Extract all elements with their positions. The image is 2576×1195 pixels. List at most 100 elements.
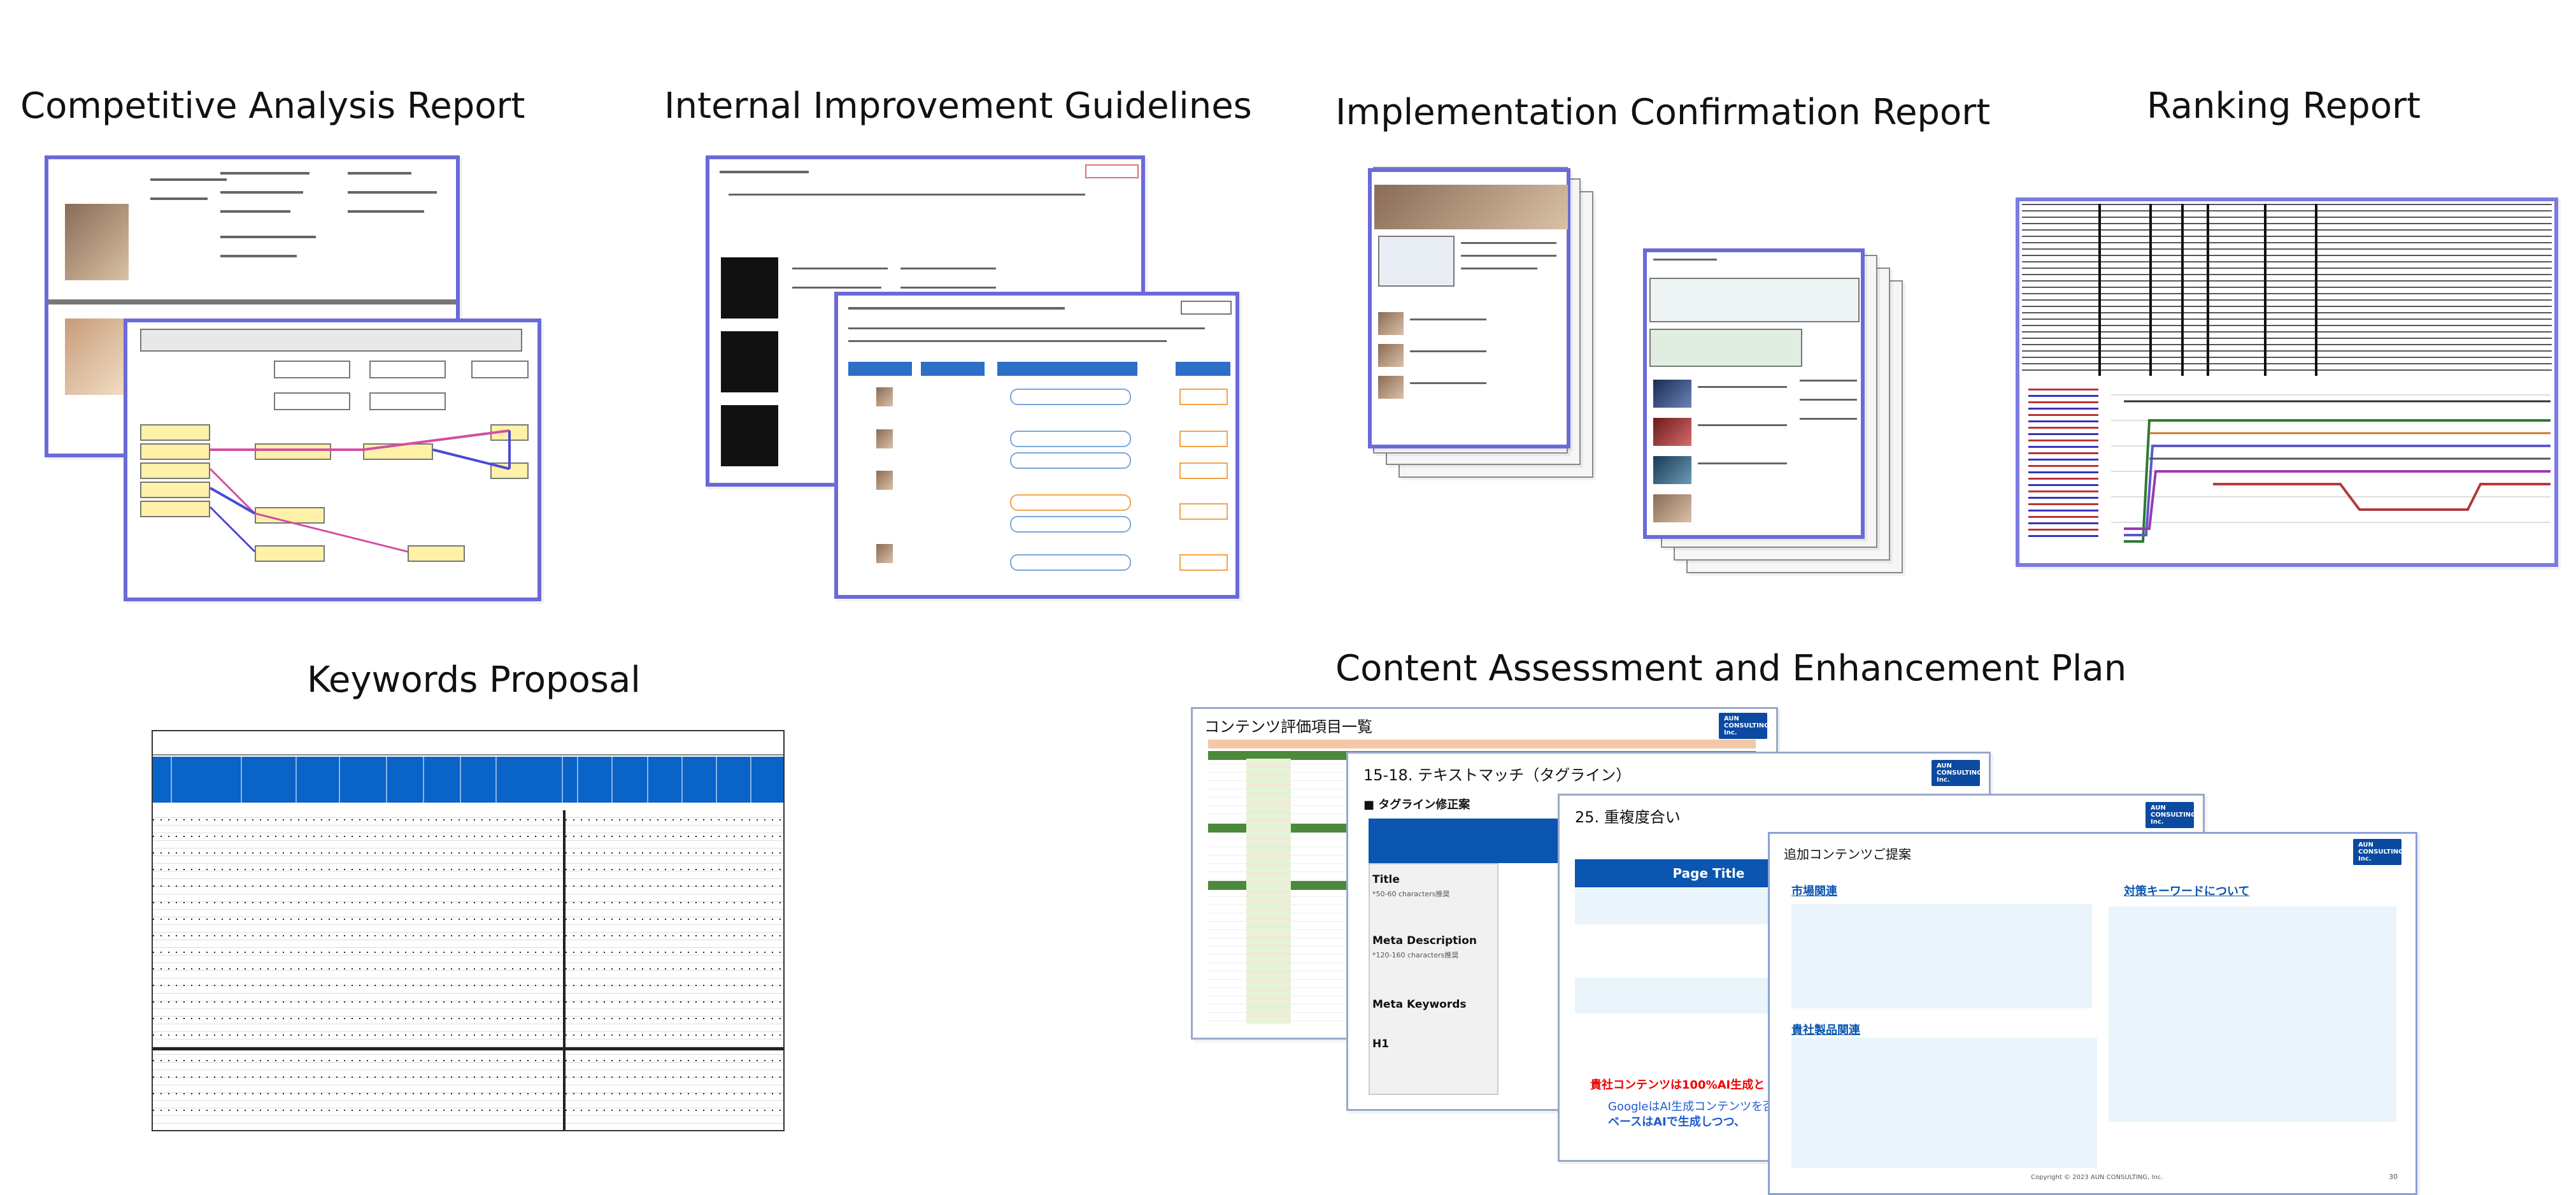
dotted-row xyxy=(153,1001,783,1003)
thumb-image xyxy=(1378,376,1404,399)
table-header xyxy=(1208,740,1756,748)
table-col xyxy=(2315,204,2317,376)
ai-base-note: ベースはAIで生成しつつ、 xyxy=(1608,1115,1746,1129)
header-cell xyxy=(648,757,683,803)
keywords-body xyxy=(153,810,783,1130)
status-column xyxy=(1246,759,1291,1024)
header-cell xyxy=(563,757,578,803)
ranking-legend xyxy=(2028,389,2098,541)
market-label: 市場関連 xyxy=(1791,885,1837,898)
header-block xyxy=(921,362,985,376)
dark-block xyxy=(721,405,778,466)
slide2-label-col: Title *50-60 characters推奨 Meta Descripti… xyxy=(1369,863,1498,1095)
dotted-row xyxy=(153,852,783,854)
content-slide-4: 追加コンテンツご提案 AUN CONSULTING, Inc. 市場関連 対策キ… xyxy=(1768,832,2417,1195)
table-col xyxy=(2207,204,2209,376)
text-line xyxy=(720,171,809,173)
meta-keywords-row-label: Meta Keywords xyxy=(1372,998,1467,1011)
flow-box xyxy=(1010,554,1131,571)
slide1-title: コンテンツ評価項目一覧 xyxy=(1204,718,1372,736)
internal-improvement-doc-front xyxy=(834,292,1239,599)
text-line xyxy=(220,191,303,194)
text-line xyxy=(1461,268,1537,269)
text-line xyxy=(1800,380,1857,382)
flow-box-highlight xyxy=(140,482,210,498)
table-col xyxy=(2098,204,2101,376)
text-line xyxy=(848,340,1167,342)
flow-box-highlight xyxy=(408,545,465,562)
divider xyxy=(48,299,456,304)
dark-block xyxy=(721,331,778,392)
flow-box xyxy=(1179,554,1228,571)
table-row xyxy=(153,754,783,755)
hero-image xyxy=(1374,185,1568,229)
header-cell xyxy=(387,757,424,803)
implementation-page-2 xyxy=(1643,248,1865,539)
flow-box-highlight xyxy=(255,507,325,524)
flow-box xyxy=(1179,462,1228,479)
implementation-confirmation-title: Implementation Confirmation Report xyxy=(1335,92,1991,133)
text-line xyxy=(220,236,316,238)
slide2-title: 15-18. テキストマッチ（タグライン） xyxy=(1363,766,1632,784)
flow-box xyxy=(1010,516,1131,533)
aun-logo: AUN CONSULTING, Inc. xyxy=(1932,760,1984,786)
implementation-page-1 xyxy=(1368,168,1570,448)
avatar xyxy=(876,471,893,490)
content-assessment-title: Content Assessment and Enhancement Plan xyxy=(1335,648,2127,689)
text-line xyxy=(848,327,1205,329)
flow-box xyxy=(1179,503,1228,520)
slide4-title: 追加コンテンツご提案 xyxy=(1784,847,1911,862)
person-photo xyxy=(65,318,129,395)
flow-box-highlight xyxy=(140,443,210,460)
google-ai-note: GoogleはAI生成コンテンツを否定 xyxy=(1608,1100,1786,1113)
header-cell xyxy=(172,757,242,803)
dotted-row xyxy=(153,919,783,920)
thumb-image xyxy=(1378,312,1404,335)
dotted-row xyxy=(153,1034,783,1036)
header-block xyxy=(997,362,1137,376)
flow-box xyxy=(471,361,529,378)
text-line xyxy=(1800,399,1857,401)
title-row-note: *50-60 characters推奨 xyxy=(1372,890,1450,898)
text-line xyxy=(1653,259,1717,261)
flow-box xyxy=(1010,494,1131,511)
flow-box-highlight xyxy=(140,462,210,479)
competitive-analysis-title: Competitive Analysis Report xyxy=(20,85,525,127)
header-cell xyxy=(717,757,751,803)
slide2-subtitle: ■ タグライン修正案 xyxy=(1363,798,1470,812)
flow-box xyxy=(1179,389,1228,405)
competitive-analysis-doc-front xyxy=(124,318,541,601)
text-line xyxy=(1800,418,1857,420)
flow-box-highlight xyxy=(140,424,210,441)
dotted-row xyxy=(153,952,783,953)
header-block xyxy=(848,362,912,376)
text-line xyxy=(900,268,996,269)
thumb-image xyxy=(1653,418,1691,446)
dotted-row xyxy=(153,1110,783,1111)
company-products-panel xyxy=(1791,1038,2097,1168)
avatar xyxy=(876,387,893,406)
keywords-proposal-title: Keywords Proposal xyxy=(307,659,641,701)
dotted-row xyxy=(153,885,783,887)
aun-logo: AUN CONSULTING, Inc. xyxy=(2145,802,2198,828)
flow-box xyxy=(369,392,446,410)
header-cell xyxy=(297,757,340,803)
text-line xyxy=(150,178,227,181)
slide3-title: 25. 重複度合い xyxy=(1575,808,1681,826)
table-col xyxy=(2149,204,2152,376)
text-line xyxy=(150,197,208,200)
text-line xyxy=(729,194,1085,196)
header-cell xyxy=(461,757,497,803)
avatar xyxy=(876,544,893,563)
table-col xyxy=(2181,204,2184,376)
header-cell xyxy=(424,757,461,803)
ranking-chart xyxy=(2022,382,2552,561)
text-line xyxy=(1461,242,1556,244)
flow-arrows xyxy=(209,429,511,553)
table-col xyxy=(2264,204,2266,376)
text-line xyxy=(220,210,290,213)
flow-box xyxy=(1010,452,1131,469)
aun-logo: AUN CONSULTING, Inc. xyxy=(2353,839,2406,865)
text-line xyxy=(792,287,881,289)
meta-description-row-label: Meta Description xyxy=(1372,934,1477,947)
